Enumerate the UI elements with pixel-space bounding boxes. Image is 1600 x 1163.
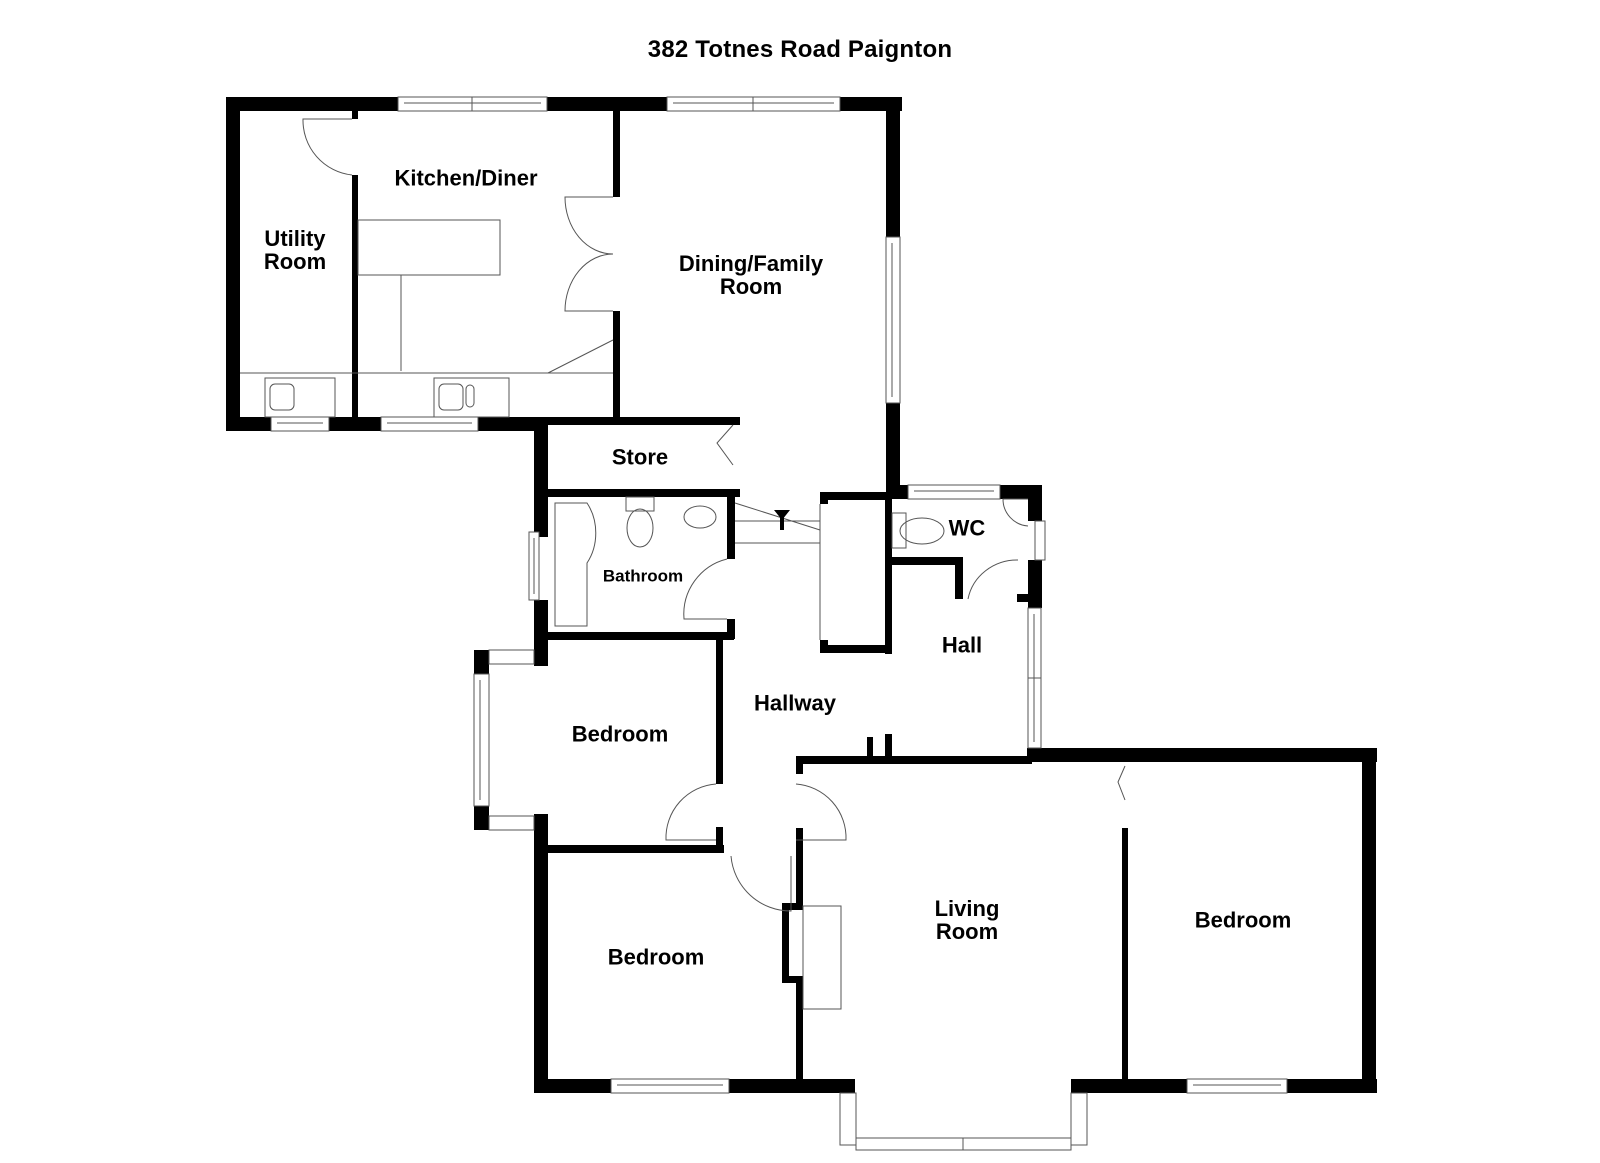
walls: [226, 97, 1377, 1093]
room-label-utility: Utility Room: [263, 226, 327, 274]
room-label-hall: Hall: [941, 632, 983, 658]
room-label-bedroom-1: Bedroom: [571, 721, 669, 747]
windows: [270, 96, 1288, 1151]
stairs-up-arrow: [774, 510, 790, 530]
room-label-dining: Dining/Family Room: [678, 251, 824, 299]
room-label-hallway: Hallway: [754, 690, 836, 716]
room-label-living: Living Room: [934, 896, 1000, 944]
room-label-kitchen: Kitchen/Diner: [394, 165, 538, 191]
plan-title: 382 Totnes Road Paignton: [647, 36, 953, 63]
room-label-bathroom: Bathroom: [602, 566, 684, 586]
room-label-bedroom-2: Bedroom: [607, 944, 705, 970]
room-label-store: Store: [611, 444, 669, 470]
room-label-wc: WC: [948, 515, 986, 541]
room-label-bedroom-3: Bedroom: [1194, 907, 1292, 933]
doors-and-fixtures: [240, 118, 1126, 1010]
